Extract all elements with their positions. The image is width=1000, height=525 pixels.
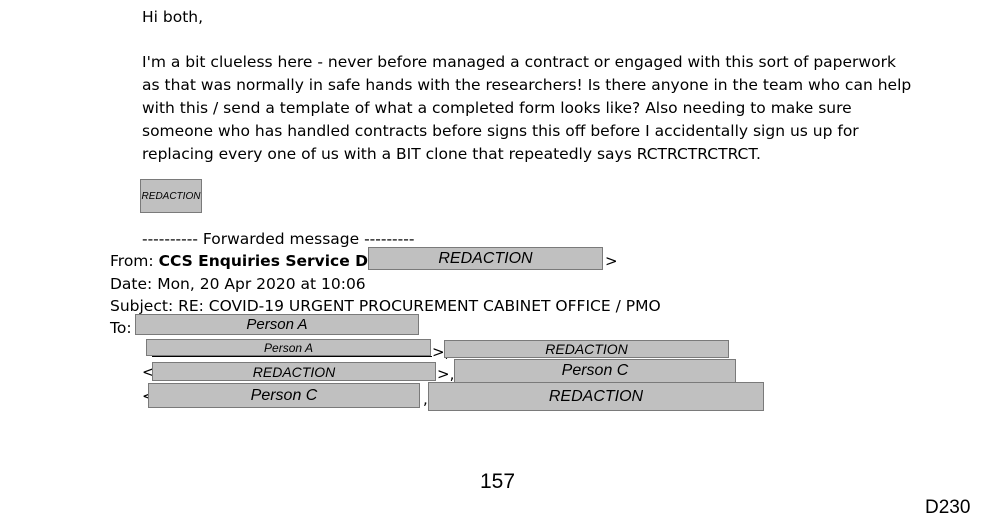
greeting: Hi both, bbox=[142, 8, 204, 26]
body-line-5: replacing every one of us with a BIT clo… bbox=[142, 145, 761, 163]
page-number: 157 bbox=[480, 470, 516, 493]
from-email-redaction: REDACTION bbox=[368, 247, 603, 270]
recipient-redaction-7: REDACTION bbox=[428, 382, 764, 411]
recipient-redaction-4: REDACTION bbox=[152, 362, 436, 381]
recipient-open-bracket-1: < bbox=[142, 363, 155, 381]
recipient-separator-2: >, bbox=[437, 365, 455, 383]
from-close-bracket: > bbox=[605, 252, 618, 270]
from-line: From: CCS Enquiries Service Desk bbox=[110, 251, 398, 271]
signature-redaction: REDACTION bbox=[140, 179, 202, 213]
body-line-2: as that was normally in safe hands with … bbox=[142, 76, 912, 94]
recipient-redaction-3: REDACTION bbox=[444, 340, 729, 358]
recipient-redaction-1: Person A bbox=[135, 314, 419, 335]
from-label: From: bbox=[110, 252, 154, 270]
recipient-redaction-2: Person A bbox=[146, 339, 431, 356]
from-sender-name: CCS Enquiries Service Desk bbox=[158, 252, 399, 270]
body-line-1: I'm a bit clueless here - never before m… bbox=[142, 53, 896, 71]
body-line-4: someone who has handled contracts before… bbox=[142, 122, 859, 140]
to-label: To: bbox=[110, 319, 132, 337]
recipient-redaction-5: Person C bbox=[454, 359, 736, 383]
forwarded-separator: ---------- Forwarded message --------- bbox=[142, 230, 415, 248]
date-line: Date: Mon, 20 Apr 2020 at 10:06 bbox=[110, 275, 366, 293]
subject-line: Subject: RE: COVID-19 URGENT PROCUREMENT… bbox=[110, 297, 661, 315]
recipient-redaction-6: Person C bbox=[148, 383, 420, 408]
recipient-underline bbox=[152, 356, 432, 357]
document-reference: D230 bbox=[925, 497, 971, 518]
body-line-3: with this / send a template of what a co… bbox=[142, 99, 852, 117]
recipient-separator-3: , bbox=[423, 390, 428, 408]
